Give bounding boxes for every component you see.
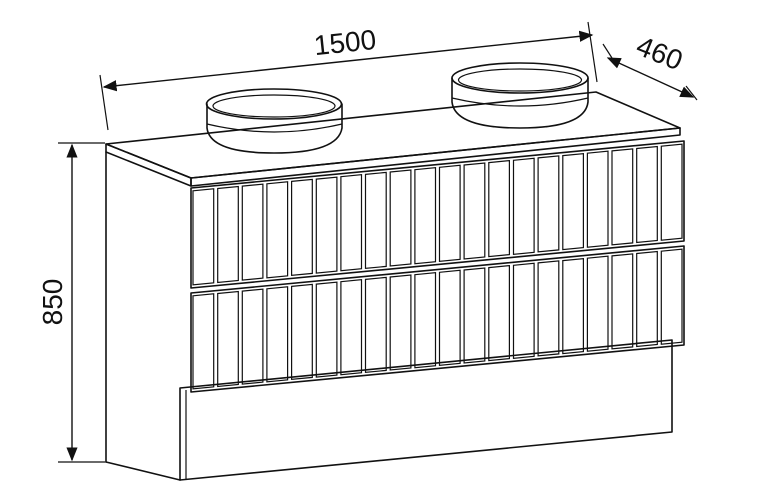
width-extension-left [99,74,109,131]
drawer-slat [291,283,313,381]
depth-dimension: 460 [602,30,698,101]
drawer-slat [192,188,215,286]
basin-left-band [206,123,343,133]
depth-dimension-line [606,57,695,98]
depth-extension-back [602,43,613,59]
basin-left-body [206,103,343,154]
cabinet-bottom-side-edge [105,461,181,481]
drawer-slat [537,155,560,253]
drawer-top-outline [190,140,685,289]
drawer-slat [438,164,461,262]
drawer-top-slats [192,143,683,286]
drawer-slat [586,150,609,248]
drawer-slat [241,183,264,281]
drawer-slat [389,274,412,371]
drawer-slat [217,185,239,284]
drawer-slat [192,293,215,390]
basin-right-band [451,97,589,107]
basin-left-rim-inner [212,94,336,118]
drawer-bottom-slats [192,248,683,390]
drawer-slat [340,279,363,376]
depth-extension-front [685,85,698,101]
drawer-slat [488,159,510,258]
width-extension-right [587,21,598,83]
drawer-slat [315,281,338,378]
basin-right-body [451,77,589,129]
drawer-slat [315,176,338,274]
drawer-front-bottom [190,245,685,393]
drawer-slat [636,145,658,244]
drawer-slat [586,255,609,352]
basin-right-rim-inner [457,68,583,92]
basin-right [451,62,589,129]
countertop-side-edge [105,143,192,187]
drawer-slat [660,248,683,345]
drawer-slat [463,267,486,364]
width-dimension-line [102,30,594,92]
drawer-slat [636,250,658,348]
drawer-bottom-outline [190,245,685,393]
countertop-front-edge [190,127,681,187]
basin-left-rim-outer [205,88,343,120]
basin-left [205,88,343,154]
width-dimension: 1500 [99,21,598,131]
drawer-slat [389,169,412,267]
drawer-slat [512,262,535,359]
basin-right-rim-outer [451,62,589,94]
drawer-slat [217,290,239,388]
drawer-slat [414,167,437,265]
cabinet-plinth [179,339,673,481]
drawer-slat [537,260,560,357]
drawer-slat [611,253,634,350]
drawer-slat [364,171,387,270]
drawer-slat [488,264,510,362]
drawer-slat [562,152,585,251]
drawer-slat [438,269,461,366]
drawer-slat [266,181,289,279]
drawer-slat [364,276,387,374]
height-label: 850 [37,279,68,326]
drawer-slat [291,178,313,277]
drawer-slat [562,257,585,355]
drawer-slat [463,162,486,260]
depth-label: 460 [632,30,687,76]
drawer-slat [611,148,634,246]
drawer-front-top [190,140,685,289]
drawer-slat [414,272,437,369]
drawer-slat [340,174,363,272]
drawer-slat [266,286,289,383]
cabinet-body [105,91,681,481]
drawer-slat [660,143,683,241]
width-label: 1500 [312,24,377,61]
drawer-slat [241,288,264,385]
drawer-slat [512,157,535,255]
height-dimension: 850 [37,142,105,463]
